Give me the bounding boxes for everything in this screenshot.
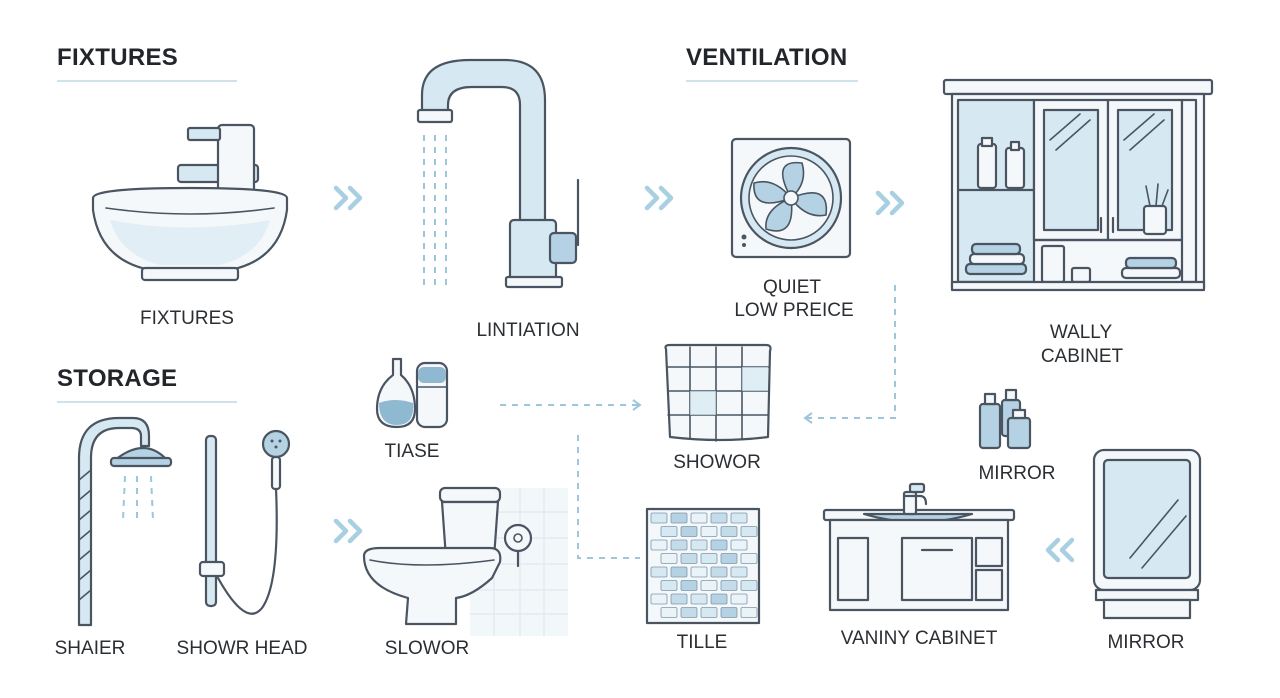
label-cabinet-line2: CABINET (1040, 346, 1124, 367)
exhaust-fan-icon (730, 137, 852, 259)
label-bottles: TIASE (384, 441, 440, 462)
faucet-icon (416, 58, 580, 289)
towel-icon (664, 343, 772, 442)
heading-fixtures: FIXTURES (57, 44, 237, 82)
toilet-icon (362, 486, 568, 636)
heading-ventilation: VENTILATION (686, 44, 858, 82)
wall-cabinet-icon (942, 78, 1214, 292)
chevron-right-icon (333, 185, 363, 211)
shower-pipe-icon (77, 416, 173, 627)
bottles-icon (375, 357, 449, 429)
sink-icon (91, 123, 289, 282)
chevron-left-icon (1045, 537, 1075, 563)
label-toiletries: MIRROR (978, 463, 1056, 484)
label-shower-pipe: SHAIER (54, 638, 126, 659)
label-tile: TILLE (676, 632, 728, 653)
label-fan-line2: LOW PREICE (734, 300, 854, 321)
label-toilet: SLOWOR (384, 638, 470, 659)
chevron-right-icon (644, 185, 674, 211)
chevron-right-icon (875, 190, 905, 216)
tile-icon (645, 507, 761, 625)
hand-shower-icon (198, 429, 291, 615)
label-vanity: VANINY CABINET (840, 628, 998, 649)
label-sink: FIXTURES (140, 308, 234, 329)
label-mirror: MIRROR (1107, 632, 1185, 653)
heading-storage: STORAGE (57, 365, 237, 403)
label-towel: SHOWOR (673, 452, 761, 473)
mirror-icon (1092, 448, 1202, 620)
label-cabinet-line1: WALLY (1049, 322, 1113, 343)
label-fan-line1: QUIET (762, 277, 822, 298)
label-faucet: LINTIATION (476, 320, 580, 341)
toiletries-icon (978, 388, 1032, 450)
label-hand-shower: SHOWR HEAD (176, 638, 308, 659)
chevron-right-icon (333, 518, 363, 544)
vanity-cabinet-icon (822, 482, 1016, 612)
